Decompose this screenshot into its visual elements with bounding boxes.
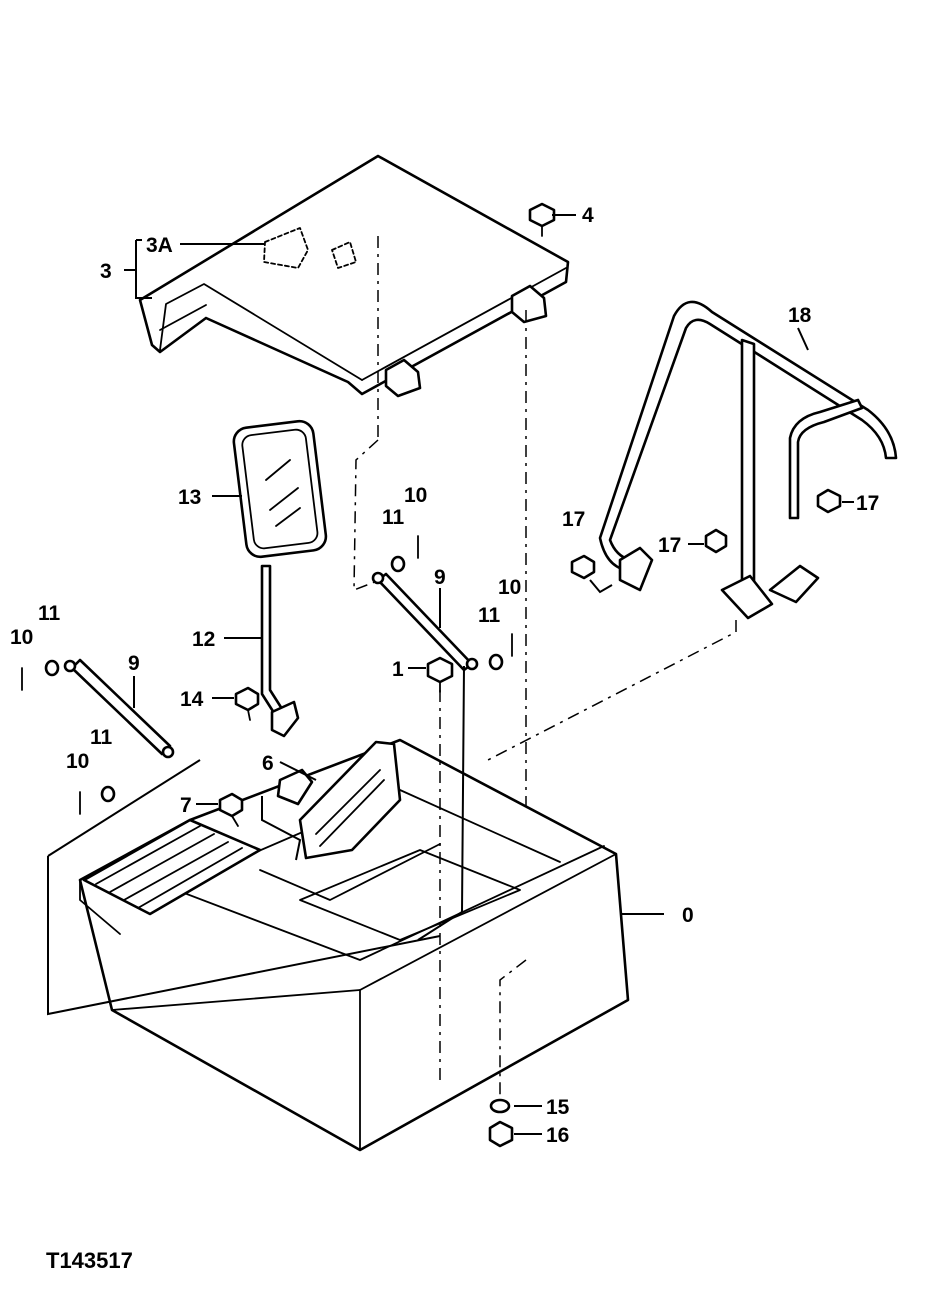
washers-and-pins — [21, 535, 513, 815]
callout-13: 13 — [178, 486, 201, 509]
bolt-1 — [426, 656, 454, 693]
nut-16 — [488, 1120, 514, 1148]
callout-1: 1 — [392, 658, 404, 681]
bolt-14 — [234, 686, 260, 721]
bolts-17 — [570, 488, 842, 580]
callout-6: 6 — [262, 752, 274, 775]
callout-7: 7 — [180, 794, 192, 817]
callout-14: 14 — [180, 688, 204, 711]
callout-3: 3 — [100, 260, 112, 283]
figure-id: T143517 — [46, 1248, 133, 1273]
callout-15: 15 — [546, 1096, 570, 1119]
step-grating — [82, 818, 262, 916]
roof-cover-part — [138, 154, 570, 398]
callout-4: 4 — [582, 204, 594, 227]
callout-10-a: 10 — [10, 626, 33, 649]
washer-15 — [489, 1098, 511, 1114]
callout-17-a: 17 — [562, 508, 585, 531]
gas-strut-right — [371, 571, 479, 672]
bolt-4 — [528, 202, 556, 237]
callout-12: 12 — [192, 628, 215, 651]
callout-11-a: 11 — [38, 602, 61, 625]
mirror-arm-part — [260, 564, 300, 738]
gas-strut-left — [63, 658, 175, 759]
assembly-line-nut — [499, 959, 527, 1098]
assembly-line-handrail — [487, 620, 737, 761]
callout-3a: 3A — [146, 234, 173, 257]
callout-17-b: 17 — [658, 534, 681, 557]
callout-18: 18 — [788, 304, 812, 327]
callout-11-d: 11 — [478, 604, 501, 627]
assembly-line-gas-strut — [353, 439, 381, 592]
callout-16: 16 — [546, 1124, 569, 1147]
callout-11-c: 11 — [382, 506, 405, 529]
handrail-part — [598, 300, 898, 620]
callout-17-c: 17 — [856, 492, 879, 515]
callout-10-d: 10 — [498, 576, 521, 599]
callout-9-right: 9 — [434, 566, 446, 589]
callout-10-b: 10 — [66, 750, 89, 773]
callout-11-b: 11 — [90, 726, 113, 749]
bolt-7 — [218, 792, 244, 827]
callout-10-c: 10 — [404, 484, 427, 507]
callout-leaders — [47, 214, 854, 1135]
seat-bracket — [298, 740, 402, 860]
mirror-part — [232, 419, 328, 559]
strut-link-line — [417, 665, 465, 941]
callout-0: 0 — [682, 904, 694, 927]
callout-9-left: 9 — [128, 652, 140, 675]
